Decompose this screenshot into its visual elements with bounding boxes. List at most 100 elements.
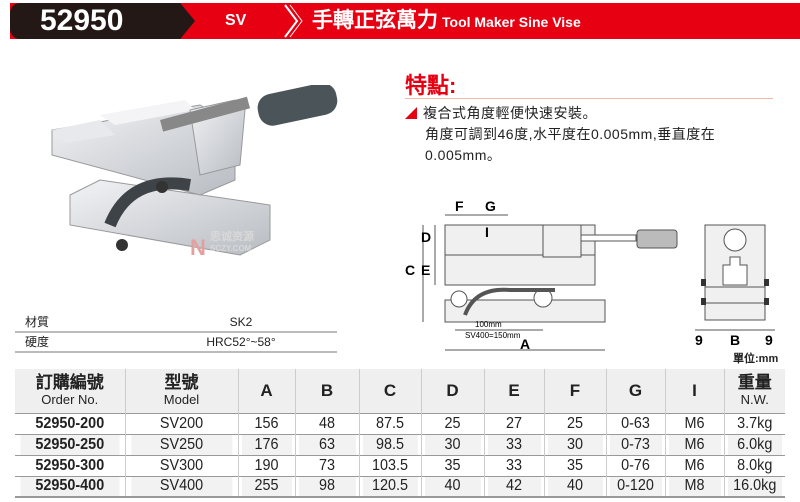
column-header: E — [483, 369, 544, 413]
header-en: Order No. — [41, 391, 99, 407]
table-cell: 176 — [240, 433, 293, 455]
table-cell: M6 — [667, 412, 722, 434]
property-row: 材質 SK2 — [15, 313, 337, 333]
table-cell: 98 — [297, 475, 356, 497]
watermark-logo: N — [190, 235, 206, 260]
title-en: Tool Maker Sine Vise — [442, 14, 581, 30]
table-cell: 8.0kg — [726, 454, 782, 476]
header-zh: 訂購編號 — [35, 372, 104, 392]
table-cell: 98.5 — [361, 433, 418, 455]
material-properties: 材質 SK2 硬度 HRC52°~58° — [15, 313, 337, 353]
table-cell: 33 — [486, 433, 541, 455]
watermark-url: SCZY.COM — [210, 244, 252, 253]
header-zh: G — [628, 381, 643, 401]
table-cell: 3.7kg — [726, 412, 782, 434]
table-cell: 0-63 — [608, 412, 663, 434]
column-header: C — [358, 369, 421, 413]
header-zh: F — [569, 381, 581, 401]
table-cell: 0-120 — [608, 475, 663, 497]
table-cell: 120.5 — [361, 475, 418, 497]
table-cell: 16.0kg — [726, 475, 782, 497]
table-cell: 35 — [423, 454, 481, 476]
unit-label: 單位:mm — [733, 353, 779, 365]
column-header: B — [294, 369, 359, 413]
table-cell: 0-76 — [608, 454, 663, 476]
column-header: G — [605, 369, 665, 413]
dim-label: I — [485, 224, 489, 240]
dim-label: A — [520, 336, 530, 352]
feature-line: 0.005mm。 — [425, 147, 502, 163]
feature-line: 角度可調到46度,水平度在0.005mm,垂直度在 — [425, 126, 716, 142]
header-zh: E — [508, 381, 520, 401]
features-list: 複合式角度輕便快速安裝。 角度可調到46度,水平度在0.005mm,垂直度在 0… — [405, 103, 785, 166]
table-cell: 25 — [546, 412, 603, 434]
bullet-triangle-icon — [405, 107, 417, 119]
table-cell: 33 — [486, 454, 541, 476]
span-label: SV400=150mm — [465, 331, 521, 340]
dim-label: 9 — [765, 332, 773, 348]
table-cell: SV300 — [130, 454, 233, 476]
property-label: 材質 — [25, 315, 50, 329]
table-cell: 0-73 — [608, 433, 663, 455]
table-cell: 73 — [297, 454, 356, 476]
product-code: 52950 — [10, 3, 195, 39]
column-header: D — [420, 369, 484, 413]
span-label: 100mm — [475, 320, 502, 329]
header-en: N.W. — [740, 391, 769, 407]
property-value: SK2 — [229, 315, 253, 329]
header-zh: B — [320, 381, 334, 401]
dim-label: F — [455, 198, 464, 214]
header-zh: D — [446, 381, 459, 401]
header-en: Model — [163, 391, 200, 407]
property-label: 硬度 — [25, 335, 50, 349]
table-cell: M6 — [667, 433, 722, 455]
product-photo: N — [51, 85, 338, 260]
column-header: A — [237, 369, 295, 413]
dim-label: 9 — [695, 332, 703, 348]
dim-label: B — [730, 332, 740, 348]
dim-label: C — [405, 262, 415, 278]
table-cell: M6 — [667, 454, 722, 476]
table-cell: SV250 — [130, 433, 233, 455]
table-cell: M8 — [667, 475, 722, 497]
series-label: SV — [225, 12, 247, 29]
dim-label: D — [421, 229, 431, 245]
table-cell: SV200 — [130, 412, 233, 434]
table-cell: 103.5 — [361, 454, 418, 476]
table-cell: 52950-400 — [20, 475, 120, 497]
property-value: HRC52°~58° — [206, 335, 276, 349]
table-cell: 48 — [297, 412, 356, 434]
table-cell: 87.5 — [361, 412, 418, 434]
dimension-diagram: F G D I C E A 9 B 9 100mm SV400=150mm — [405, 198, 775, 352]
table-cell: 190 — [240, 454, 293, 476]
dim-label: G — [485, 198, 496, 214]
table-cell: 52950-300 — [20, 454, 120, 476]
table-cell: 63 — [297, 433, 356, 455]
features-heading: 特點: — [405, 73, 457, 98]
watermark-brand: 思诚资源 — [210, 231, 254, 243]
table-cell: 6.0kg — [726, 433, 782, 455]
feature-line: 複合式角度輕便快速安裝。 — [423, 105, 597, 121]
table-cell: 52950-200 — [20, 412, 120, 434]
header-zh: I — [692, 381, 697, 401]
table-cell: 30 — [546, 433, 603, 455]
table-cell: 27 — [486, 412, 541, 434]
table-cell: 42 — [486, 475, 541, 497]
table-cell: 255 — [240, 475, 293, 497]
table-cell: 25 — [423, 412, 481, 434]
table-cell: 30 — [423, 433, 481, 455]
divider — [405, 98, 773, 99]
header-zh: A — [260, 381, 273, 401]
chevron-icon — [284, 4, 303, 38]
